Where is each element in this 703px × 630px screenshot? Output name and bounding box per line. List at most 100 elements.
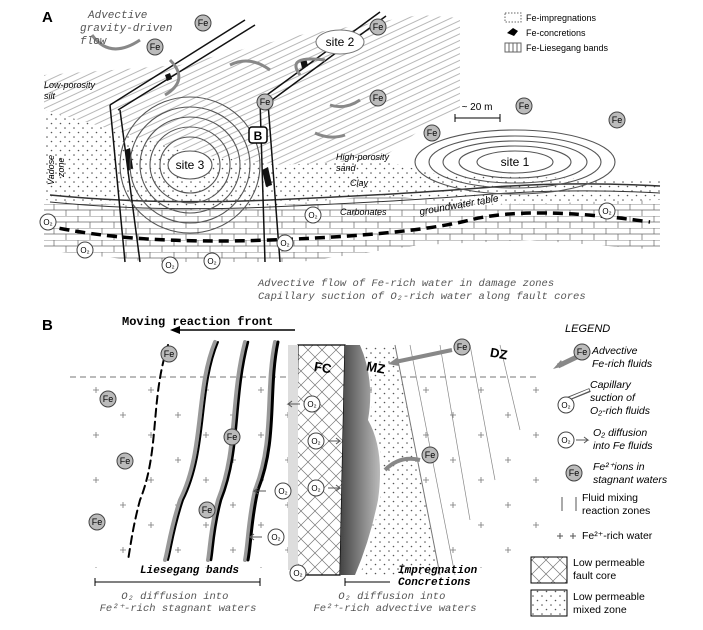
site-3-label: site 3 <box>176 158 205 172</box>
o2-circle: O₂ <box>307 479 325 497</box>
svg-text:Fe: Fe <box>103 394 114 404</box>
svg-text:Fe²⁺-rich water: Fe²⁺-rich water <box>582 530 653 542</box>
svg-text:O₂: O₂ <box>561 436 570 445</box>
o2-circle: O₂ <box>598 202 616 220</box>
o2-circle: O₂ <box>161 256 179 274</box>
svg-text:Fe: Fe <box>612 115 623 125</box>
reaction-front-label: Moving reaction front <box>122 315 273 329</box>
o2-circle: O₂ <box>304 206 322 224</box>
o2-circle: O₂ <box>203 252 221 270</box>
o2-stagnant-caption: O₂ diffusion into Fe²⁺-rich stagnant wat… <box>100 591 257 615</box>
carbonates-label: Carbonates <box>340 207 387 217</box>
site-1-label: site 1 <box>501 155 530 169</box>
concretions-label: Concretions <box>398 577 471 589</box>
svg-text:O₂: O₂ <box>561 401 570 410</box>
svg-text:O₂: O₂ <box>278 487 287 496</box>
site-3-concretion <box>119 96 261 234</box>
fe-circle: Fe <box>223 428 241 446</box>
svg-text:Fe: Fe <box>457 342 468 352</box>
panel-b: B Moving reaction front FC <box>42 315 540 615</box>
panel-a-legend: Fe-impregnations Fe-concretions Fe-Liese… <box>504 12 609 53</box>
liesegang-label: Liesegang bands <box>140 565 239 577</box>
panel-a-label: A <box>42 9 53 26</box>
o2-advective-caption: O₂ diffusion into Fe²⁺-rich advective wa… <box>313 591 476 615</box>
svg-text:Fe: Fe <box>519 101 530 111</box>
fe-circle: Fe <box>256 93 274 111</box>
svg-text:O₂: O₂ <box>293 569 302 578</box>
site-2-label: site 2 <box>326 35 355 49</box>
fe-circle: Fe <box>453 338 471 356</box>
svg-text:O₂: O₂ <box>80 246 89 255</box>
svg-text:Fe-impregnations: Fe-impregnations <box>526 13 597 23</box>
fault-core <box>294 344 346 576</box>
high-porosity-label: High-porosity sand <box>336 152 392 173</box>
liesegang-bands <box>127 340 280 562</box>
svg-text:Fe: Fe <box>120 456 131 466</box>
site-1-concretion <box>414 129 616 195</box>
svg-text:O₂: O₂ <box>602 207 611 216</box>
svg-text:O₂: O₂ <box>43 218 52 227</box>
fe-circle: Fe <box>146 38 164 56</box>
scale-bar-label: ~ 20 m <box>462 102 493 113</box>
vadose-label: Vadose zone <box>46 152 66 185</box>
fe-circle: Fe <box>160 345 178 363</box>
svg-text:Fe: Fe <box>198 18 209 28</box>
svg-text:O₂: O₂ <box>207 257 216 266</box>
flow-note: Advective gravity-driven flow <box>80 10 179 48</box>
fe-circle: Fe <box>421 446 439 464</box>
box-b-label: B <box>254 129 263 143</box>
svg-text:O₂: O₂ <box>311 437 320 446</box>
panel-a-caption: Advective flow of Fe-rich water in damag… <box>257 278 586 303</box>
fe-circle: Fe <box>99 390 117 408</box>
svg-text:Fe: Fe <box>164 349 175 359</box>
svg-text:Fe: Fe <box>92 517 103 527</box>
panel-b-label: B <box>42 317 53 334</box>
fe-circle: Fe <box>198 501 216 519</box>
o2-circle: O₂ <box>274 482 292 500</box>
svg-text:Fe: Fe <box>373 93 384 103</box>
fe-circle: Fe <box>88 513 106 531</box>
fe-circle: Fe <box>194 14 212 32</box>
dz-label: DZ <box>489 345 509 363</box>
svg-text:Fe-Liesegang bands: Fe-Liesegang bands <box>526 43 609 53</box>
svg-text:O₂: O₂ <box>308 211 317 220</box>
impregnation-zone <box>340 345 381 575</box>
fe-circle: Fe <box>116 452 134 470</box>
svg-text:Fe: Fe <box>427 128 438 138</box>
svg-text:Fe: Fe <box>425 450 436 460</box>
svg-text:O₂: O₂ <box>271 533 280 542</box>
fc-label: FC <box>313 359 333 377</box>
fe-circle: Fe <box>515 97 533 115</box>
svg-text:Fe-concretions: Fe-concretions <box>526 28 586 38</box>
svg-text:Fe: Fe <box>202 505 213 515</box>
svg-text:Fe: Fe <box>569 468 580 478</box>
fe-circle: Fe <box>369 89 387 107</box>
low-porosity-label: Low-porosity silt <box>44 80 98 101</box>
o2-circle: O₂ <box>307 432 325 450</box>
o2-circle: O₂ <box>289 564 307 582</box>
o2-circle: O₂ <box>39 213 57 231</box>
impregnation-label: Impregnation <box>398 565 478 577</box>
svg-text:O₂: O₂ <box>165 261 174 270</box>
panel-a: A site 3 <box>39 9 661 303</box>
o2-circle: O₂ <box>267 528 285 546</box>
svg-text:Fe: Fe <box>260 97 271 107</box>
svg-text:Fe: Fe <box>577 347 588 357</box>
svg-text:Fe: Fe <box>373 22 384 32</box>
svg-text:O₂: O₂ <box>307 400 316 409</box>
